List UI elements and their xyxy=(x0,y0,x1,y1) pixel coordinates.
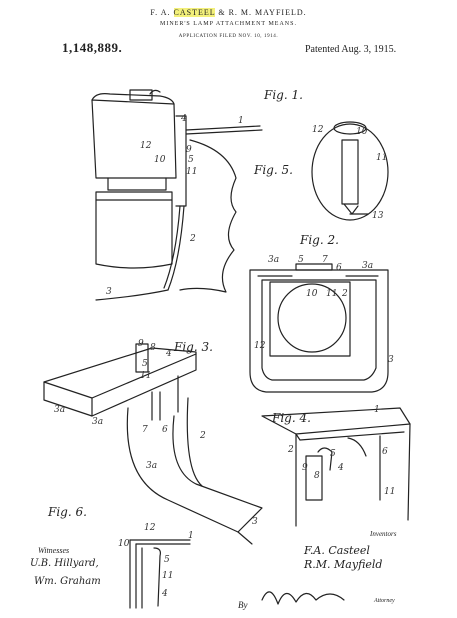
svg-text:4: 4 xyxy=(337,463,344,473)
svg-text:11: 11 xyxy=(140,371,151,381)
fig1-label: Fig. 1. xyxy=(264,88,303,102)
patent-date: Patented Aug. 3, 1915. xyxy=(305,44,397,55)
svg-text:3a: 3a xyxy=(268,255,279,265)
svg-text:5: 5 xyxy=(188,155,194,165)
svg-text:3: 3 xyxy=(388,355,394,365)
fig1-drawing xyxy=(91,89,263,301)
svg-text:1: 1 xyxy=(188,531,194,541)
svg-text:9: 9 xyxy=(138,339,144,349)
svg-text:11: 11 xyxy=(186,167,197,177)
attorney-label: Attorney xyxy=(374,598,395,604)
svg-text:11: 11 xyxy=(162,571,173,581)
svg-text:7: 7 xyxy=(142,425,148,435)
svg-text:5: 5 xyxy=(330,449,336,459)
witnesses-label: Witnesses xyxy=(38,546,70,555)
svg-text:11: 11 xyxy=(326,289,337,299)
svg-text:5: 5 xyxy=(142,359,148,369)
svg-text:10: 10 xyxy=(154,155,166,165)
svg-text:8: 8 xyxy=(314,471,320,481)
inventor-2: R.M. Mayfield xyxy=(304,558,383,571)
fig6-label: Fig. 6. xyxy=(48,505,87,519)
svg-text:3a: 3a xyxy=(54,405,65,415)
svg-text:7: 7 xyxy=(322,255,328,265)
fig3-drawing xyxy=(43,343,263,545)
svg-text:6: 6 xyxy=(162,425,168,435)
svg-text:12: 12 xyxy=(312,125,324,135)
svg-text:9: 9 xyxy=(186,145,192,155)
svg-text:11: 11 xyxy=(376,153,387,163)
svg-text:2: 2 xyxy=(199,431,206,441)
svg-text:13: 13 xyxy=(372,211,384,221)
svg-text:10: 10 xyxy=(306,289,318,299)
svg-text:6: 6 xyxy=(382,447,388,457)
svg-text:3a: 3a xyxy=(146,461,157,471)
fig5-label: Fig. 5. xyxy=(254,163,293,177)
inventor-1: F.A. Casteel xyxy=(304,544,370,557)
svg-text:11: 11 xyxy=(384,487,395,497)
witness-2: Wm. Graham xyxy=(34,576,101,587)
witness-1: U.B. Hillyard, xyxy=(30,558,99,569)
svg-text:3a: 3a xyxy=(362,261,373,271)
svg-text:2: 2 xyxy=(189,234,196,244)
svg-text:10: 10 xyxy=(356,127,368,137)
svg-text:1: 1 xyxy=(374,405,380,415)
fig5-drawing xyxy=(311,121,389,221)
inventor-names-header: F. A. CASTEEL & R. M. MAYFIELD. xyxy=(150,8,307,17)
svg-text:8: 8 xyxy=(150,343,156,353)
svg-text:5: 5 xyxy=(164,555,170,565)
highlighted-name: CASTEEL xyxy=(173,8,216,17)
svg-text:3: 3 xyxy=(106,287,112,297)
svg-text:9: 9 xyxy=(302,463,308,473)
inventors-label: Inventors xyxy=(370,530,397,538)
svg-text:12: 12 xyxy=(140,141,152,151)
attorney-signature xyxy=(261,591,345,605)
svg-text:4: 4 xyxy=(165,349,172,359)
svg-text:10: 10 xyxy=(118,539,130,549)
svg-text:5: 5 xyxy=(298,255,304,265)
svg-text:6: 6 xyxy=(336,263,342,273)
patent-number: 1,148,889. xyxy=(62,40,123,55)
svg-text:1: 1 xyxy=(238,116,244,126)
svg-text:4: 4 xyxy=(180,114,187,124)
fig2-label: Fig. 2. xyxy=(300,233,339,247)
fig2-drawing xyxy=(249,263,389,393)
svg-text:2: 2 xyxy=(341,289,348,299)
svg-text:4: 4 xyxy=(161,589,168,599)
patent-title: MINER'S LAMP ATTACHMENT MEANS. xyxy=(160,21,297,27)
svg-text:12: 12 xyxy=(144,523,156,533)
by-label: By xyxy=(238,600,248,610)
svg-text:12: 12 xyxy=(254,341,266,351)
svg-text:2: 2 xyxy=(287,445,294,455)
svg-text:3a: 3a xyxy=(92,417,103,427)
application-filed: APPLICATION FILED NOV. 10, 1914. xyxy=(178,34,279,39)
fig4-drawing xyxy=(261,407,411,527)
fig6-drawing xyxy=(129,539,191,609)
svg-text:3: 3 xyxy=(252,517,258,527)
